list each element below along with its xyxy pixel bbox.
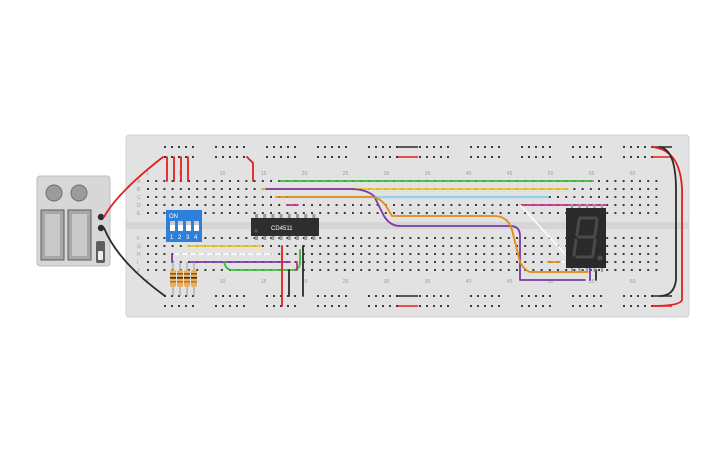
dip-switch-number: 4 <box>194 235 198 241</box>
wire-red-jumper[interactable] <box>246 156 254 182</box>
wire-purple-long[interactable] <box>265 188 586 281</box>
column-number: 40 <box>466 171 472 177</box>
dip-switch-number: 2 <box>178 235 182 241</box>
column-number: 35 <box>425 279 431 285</box>
column-number: 50 <box>548 171 554 177</box>
dip-toggle[interactable] <box>170 221 175 231</box>
knob-left-icon[interactable] <box>45 184 63 202</box>
wire-black-supply[interactable] <box>103 227 166 297</box>
row-letter: H <box>137 252 141 258</box>
wires <box>103 146 683 307</box>
column-number: 1 <box>146 171 149 177</box>
wire-white[interactable] <box>519 204 567 256</box>
row-letter: I <box>137 260 138 266</box>
dip-toggle[interactable] <box>178 221 183 231</box>
wire-green-bottom[interactable] <box>223 249 301 271</box>
row-letter: E <box>137 211 141 217</box>
segments <box>572 216 603 261</box>
row-letter: F <box>137 236 140 242</box>
chip-label: CD4511 <box>271 226 293 232</box>
row-letter: D <box>137 203 141 209</box>
column-number: 30 <box>384 171 390 177</box>
row-letter: A <box>137 179 141 185</box>
wire-red-supply[interactable] <box>103 156 164 218</box>
knob-right-icon[interactable] <box>70 184 88 202</box>
terminal-negative-icon[interactable] <box>97 224 105 232</box>
column-number: 60 <box>630 279 636 285</box>
column-number: 55 <box>589 171 595 177</box>
column-number: 55 <box>589 279 595 285</box>
column-number: 50 <box>548 279 554 285</box>
dip-toggle[interactable] <box>194 221 199 231</box>
column-number: 35 <box>425 171 431 177</box>
column-number: 60 <box>630 171 636 177</box>
column-number: 20 <box>302 171 308 177</box>
cd4511-chip[interactable]: CD4511 <box>251 214 319 240</box>
column-number: 10 <box>220 279 226 285</box>
seven-segment-display[interactable]: 8. <box>566 204 606 272</box>
column-number: 30 <box>384 279 390 285</box>
column-number: 45 <box>507 279 513 285</box>
pin1-notch-icon <box>254 229 258 233</box>
resistor-array[interactable] <box>170 262 197 296</box>
row-letter: J <box>137 268 140 274</box>
column-number: 20 <box>302 279 308 285</box>
wire-orange-long[interactable] <box>275 196 589 273</box>
power-supply[interactable] <box>36 175 111 267</box>
row-letter: B <box>137 187 141 193</box>
column-number: 25 <box>343 279 349 285</box>
dip-switch-number: 1 <box>170 235 174 241</box>
row-letter: C <box>137 195 141 201</box>
row-letter: G <box>137 244 141 250</box>
terminal-positive-icon[interactable] <box>97 213 105 221</box>
column-number: 45 <box>507 171 513 177</box>
column-number: 25 <box>343 171 349 177</box>
dip-switch-number: 3 <box>186 235 190 241</box>
column-number: 15 <box>261 279 267 285</box>
column-number: 10 <box>220 171 226 177</box>
dip-on-label: ON <box>169 214 178 220</box>
wire-black-rail-right[interactable] <box>659 146 677 297</box>
dip-toggle[interactable] <box>186 221 191 231</box>
column-number: 40 <box>466 279 472 285</box>
column-number: 15 <box>261 171 267 177</box>
